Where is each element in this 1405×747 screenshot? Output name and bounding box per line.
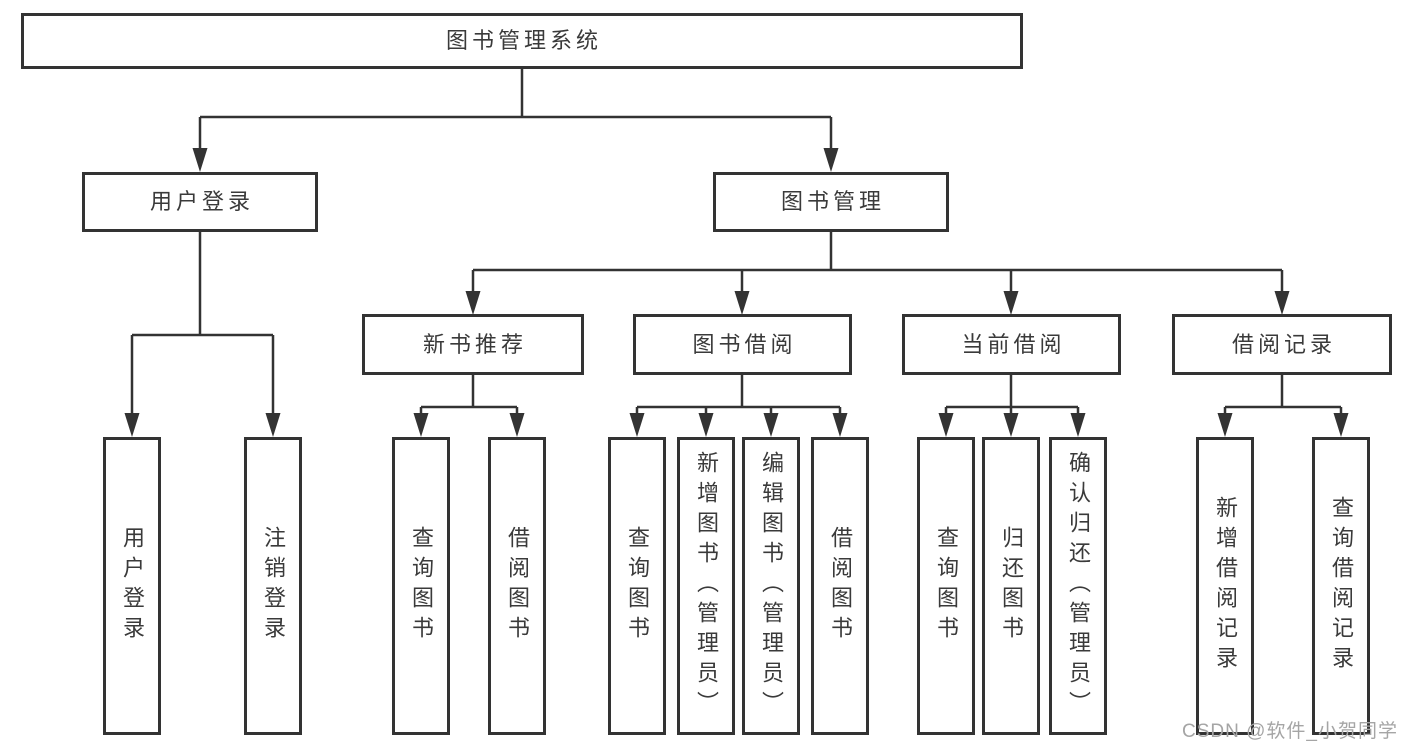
leaf-label: 新增图书（管理员） xyxy=(694,451,719,721)
leaf-query-books-current: 查询图书 xyxy=(917,437,975,735)
leaf-label: 注销登录 xyxy=(261,526,286,646)
arrowheads xyxy=(124,148,1349,437)
leaf-label: 确认归还（管理员） xyxy=(1066,451,1091,721)
leaf-query-borrow-record: 查询借阅记录 xyxy=(1312,437,1370,735)
leaf-label: 查询图书 xyxy=(409,526,434,646)
leaf-add-book-admin: 新增图书（管理员） xyxy=(677,437,735,735)
node-borrow-records-label: 借阅记录 xyxy=(1231,331,1336,357)
node-book-borrow: 图书借阅 xyxy=(633,314,852,375)
node-user-login: 用户登录 xyxy=(82,172,318,232)
leaf-return-book: 归还图书 xyxy=(982,437,1040,735)
node-new-book-recommend-label: 新书推荐 xyxy=(422,331,527,357)
leaf-label: 归还图书 xyxy=(999,526,1024,646)
leaf-borrow-books: 借阅图书 xyxy=(811,437,869,735)
leaf-label: 借阅图书 xyxy=(505,526,530,646)
node-current-borrow-label: 当前借阅 xyxy=(961,331,1066,357)
leaf-label: 编辑图书（管理员） xyxy=(759,451,784,721)
node-borrow-records: 借阅记录 xyxy=(1172,314,1392,375)
node-current-borrow: 当前借阅 xyxy=(902,314,1121,375)
leaf-label: 借阅图书 xyxy=(828,526,853,646)
leaf-label: 查询借阅记录 xyxy=(1329,496,1354,676)
leaf-user-login: 用户登录 xyxy=(103,437,161,735)
leaf-add-borrow-record: 新增借阅记录 xyxy=(1196,437,1254,735)
node-new-book-recommend: 新书推荐 xyxy=(362,314,584,375)
leaf-query-books-borrow: 查询图书 xyxy=(608,437,666,735)
leaf-query-books-recommend: 查询图书 xyxy=(392,437,450,735)
leaf-edit-book-admin: 编辑图书（管理员） xyxy=(742,437,800,735)
leaf-label: 查询图书 xyxy=(625,526,650,646)
node-root-label: 图书管理系统 xyxy=(445,28,602,53)
node-book-borrow-label: 图书借阅 xyxy=(692,331,797,357)
leaf-borrow-books-recommend: 借阅图书 xyxy=(488,437,546,735)
node-book-management-label: 图书管理 xyxy=(780,189,885,214)
node-root: 图书管理系统 xyxy=(21,13,1023,69)
leaf-label: 新增借阅记录 xyxy=(1213,496,1238,676)
leaf-label: 用户登录 xyxy=(120,526,145,646)
leaf-confirm-return-admin: 确认归还（管理员） xyxy=(1049,437,1107,735)
node-user-login-label: 用户登录 xyxy=(149,189,254,214)
watermark: CSDN @软件_小贺同学 xyxy=(1182,721,1398,742)
leaf-logout: 注销登录 xyxy=(244,437,302,735)
leaf-label: 查询图书 xyxy=(934,526,959,646)
node-book-management: 图书管理 xyxy=(713,172,949,232)
